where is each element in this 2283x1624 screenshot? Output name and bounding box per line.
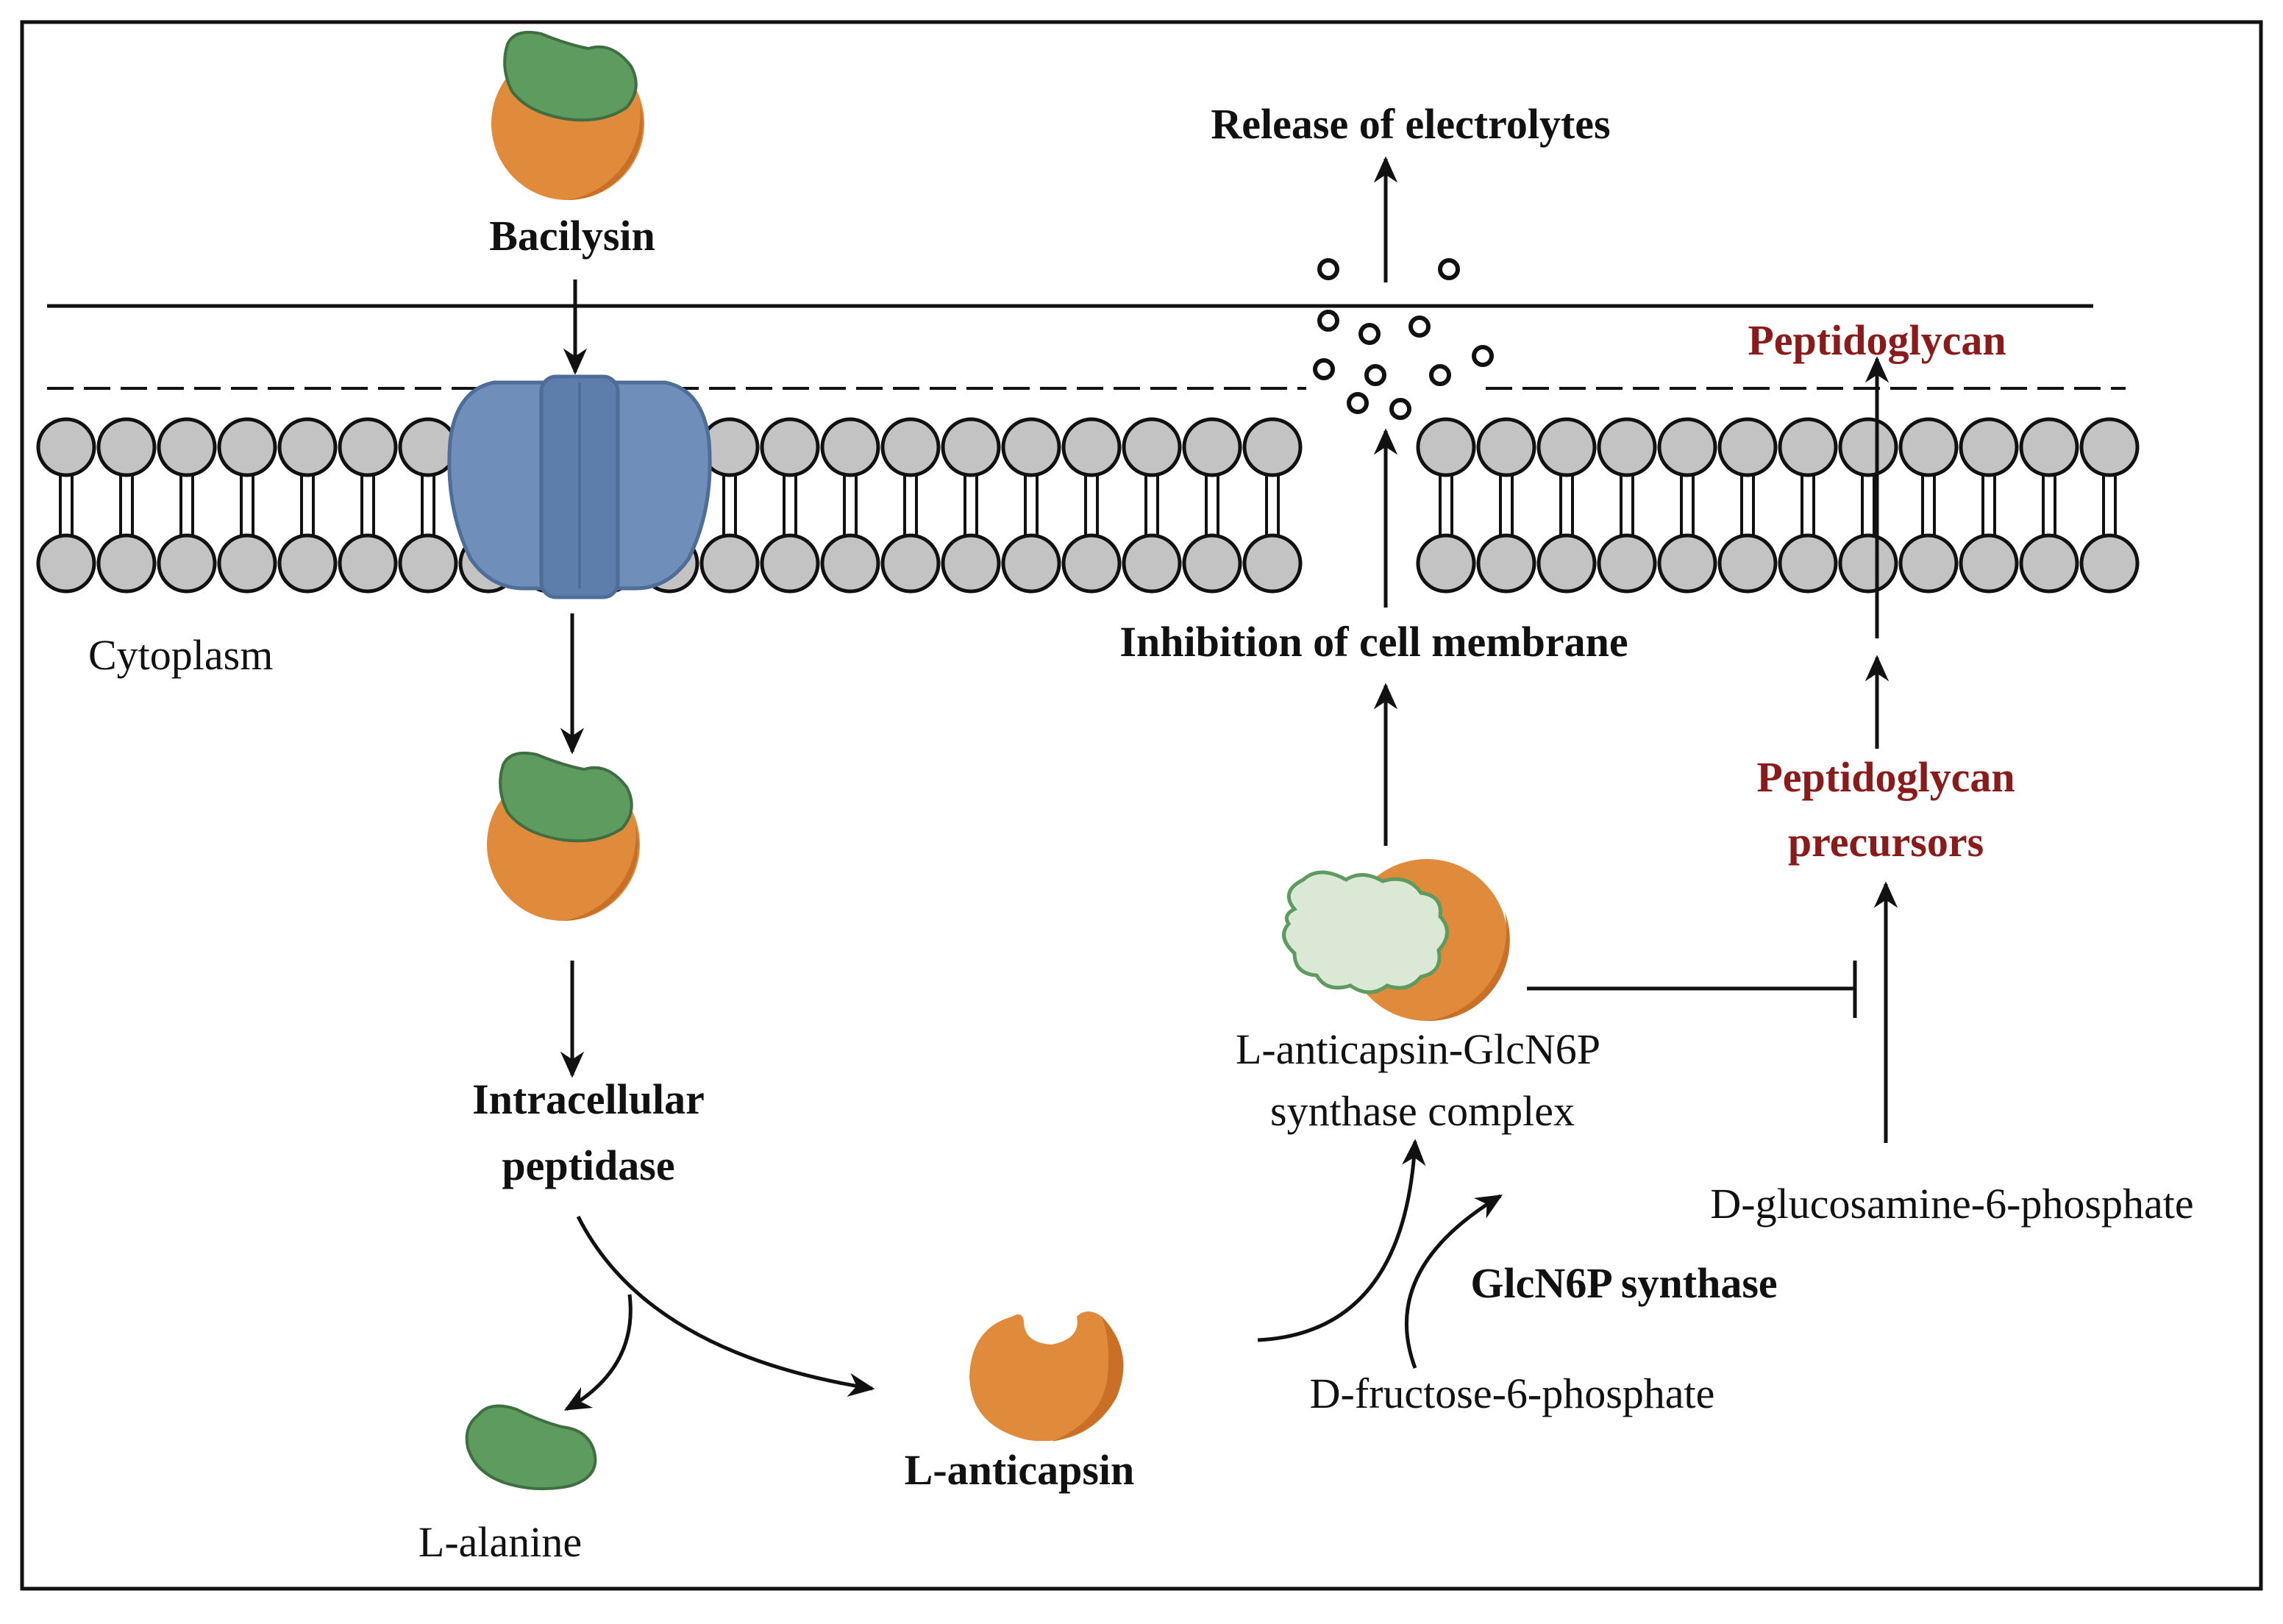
lipid-head	[1416, 417, 1476, 477]
lipid-head	[338, 417, 398, 477]
lipid-head	[2079, 533, 2140, 594]
lipid-head	[1242, 417, 1303, 477]
lipid-head	[1001, 417, 1061, 477]
arrow-peptidase-to-anticapsin	[576, 1215, 875, 1397]
lipid-head	[2019, 417, 2079, 477]
arrow-fructose-to-complex	[1257, 1139, 1426, 1342]
transporter-icon	[447, 374, 712, 599]
lipid-head	[820, 417, 880, 477]
arrow-to-l-alanine	[563, 1294, 633, 1411]
lipid-head	[277, 533, 338, 594]
lipid-head	[1122, 533, 1182, 594]
lipid-head	[1597, 417, 1657, 477]
peptidase-label-line2: peptidase	[502, 1142, 674, 1189]
lipid-head	[760, 417, 820, 477]
lipid-head	[1476, 533, 1536, 594]
peptidoglycan-label: Peptidoglycan	[1748, 316, 2006, 364]
lipid-head	[1122, 417, 1182, 477]
lipid-head	[1536, 533, 1597, 594]
lipid-head	[398, 533, 458, 594]
arrow-synthase-curve	[1404, 1194, 1503, 1369]
glcn6p-synthase-label: GlcN6P synthase	[1470, 1259, 1777, 1307]
fructose-label: D-fructose-6-phosphate	[1310, 1370, 1715, 1417]
complex-icon	[1282, 859, 1510, 1022]
lipid-head	[96, 533, 157, 594]
lipid-head	[36, 533, 96, 594]
lipid-bilayer	[36, 417, 2140, 594]
lipid-head	[941, 533, 1001, 594]
lipid-head	[1778, 533, 1838, 594]
bacilysin-cytoplasm-icon	[487, 751, 640, 921]
lipid-head	[217, 417, 277, 477]
lipid-head	[760, 533, 820, 594]
lipid-head	[1838, 533, 1898, 594]
lipid-head	[2079, 417, 2140, 477]
lipid-head	[157, 533, 217, 594]
lipid-head	[1898, 417, 1959, 477]
precursors-label-line1: Peptidoglycan	[1756, 753, 2015, 801]
lipid-head	[1182, 533, 1242, 594]
lipid-head	[217, 533, 277, 594]
lipid-head	[1657, 533, 1717, 594]
complex-label-line2: synthase complex	[1270, 1087, 1575, 1135]
lipid-head	[1657, 417, 1717, 477]
lipid-head	[1242, 533, 1303, 594]
lipid-head	[1778, 417, 1838, 477]
glucosamine-label: D-glucosamine-6-phosphate	[1710, 1180, 2193, 1228]
lipid-head	[338, 533, 398, 594]
lipid-head	[1416, 533, 1476, 594]
lipid-head	[880, 417, 941, 477]
peptidase-label-line1: Intracellular	[472, 1075, 705, 1123]
l-alanine-icon	[465, 1404, 597, 1491]
bacilysin-molecule-icon	[491, 30, 644, 200]
lipid-head	[1476, 417, 1536, 477]
lipid-head	[1959, 533, 2019, 594]
lipid-head	[1001, 533, 1061, 594]
complex-label-line1: L-anticapsin-GlcN6P	[1236, 1025, 1600, 1073]
lipid-head	[880, 533, 941, 594]
inhibition-label: Inhibition of cell membrane	[1119, 618, 1628, 666]
lipid-head	[699, 533, 760, 594]
lipid-head	[1061, 417, 1122, 477]
release-label: Release of electrolytes	[1211, 100, 1610, 148]
l-anticapsin-icon	[969, 1311, 1124, 1442]
l-alanine-label: L-alanine	[419, 1518, 582, 1566]
precursors-label-line2: precursors	[1788, 818, 1984, 866]
lipid-head	[1959, 417, 2019, 477]
bacilysin-label: Bacilysin	[489, 212, 655, 260]
lipid-head	[941, 417, 1001, 477]
lipid-head	[1536, 417, 1597, 477]
lipid-head	[1717, 533, 1778, 594]
lipid-head	[157, 417, 217, 477]
lipid-head	[820, 533, 880, 594]
lipid-head	[277, 417, 338, 477]
l-anticapsin-label: L-anticapsin	[905, 1446, 1135, 1494]
lipid-head	[1838, 417, 1898, 477]
lipid-head	[96, 417, 157, 477]
lipid-head	[1717, 417, 1778, 477]
lipid-head	[2019, 533, 2079, 594]
cytoplasm-label: Cytoplasm	[88, 631, 273, 679]
electrolyte-dots	[1313, 258, 1494, 420]
lipid-head	[1597, 533, 1657, 594]
outer-frame	[20, 20, 2263, 1591]
lipid-head	[1898, 533, 1959, 594]
lipid-head	[1182, 417, 1242, 477]
lipid-head	[36, 417, 96, 477]
lipid-head	[1061, 533, 1122, 594]
